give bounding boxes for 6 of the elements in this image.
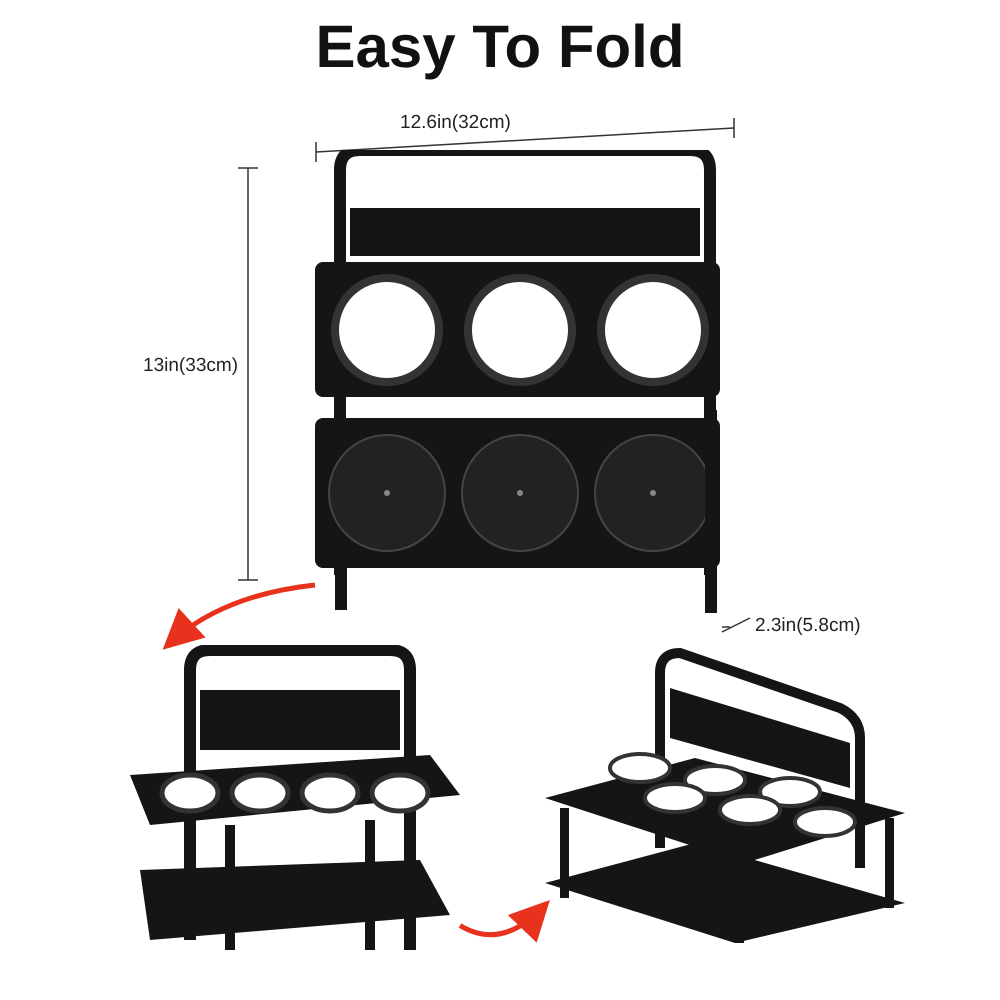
dimension-label: 2.3in(5.8cm) bbox=[755, 615, 861, 637]
title: Easy To Fold bbox=[314, 12, 686, 81]
curved-arrow bbox=[458, 900, 550, 942]
curved-arrow bbox=[162, 582, 316, 650]
dimension-label: 13in(33cm) bbox=[143, 355, 238, 377]
dimension-label: 12.6in(32cm) bbox=[400, 112, 511, 134]
